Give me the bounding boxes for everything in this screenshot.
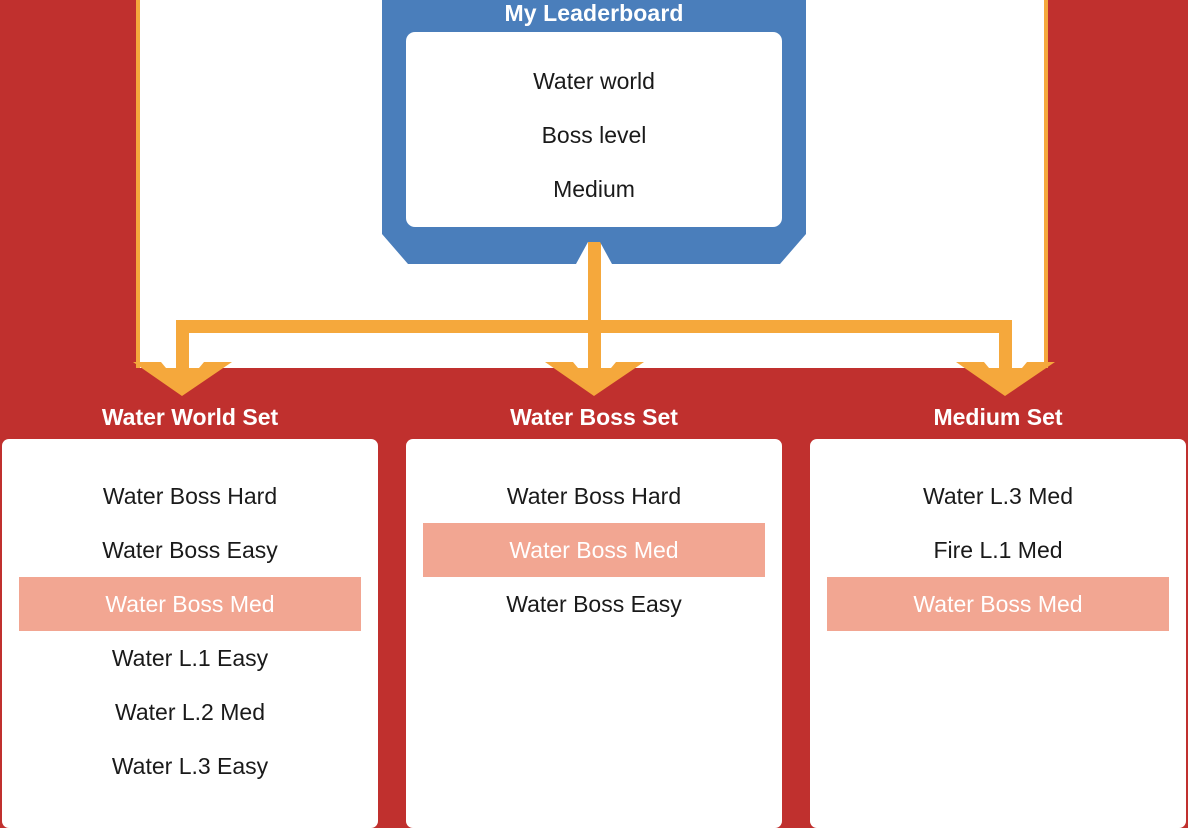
sets-row: Water World Set Water Boss Hard Water Bo… — [0, 398, 1188, 828]
list-item[interactable]: Water L.2 Med — [115, 699, 265, 725]
source-card-line-difficulty: Medium — [553, 176, 635, 202]
set-column-water-boss: Water Boss Set Water Boss Hard Water Bos… — [406, 398, 782, 828]
list-item[interactable]: Fire L.1 Med — [933, 537, 1063, 563]
source-card-body: Water world Boss level Medium — [406, 32, 782, 227]
source-card-line-world: Water world — [533, 68, 655, 94]
set-card[interactable]: Water Boss Hard Water Boss Easy Water Bo… — [2, 439, 378, 828]
source-card-title: My Leaderboard — [504, 0, 684, 26]
set-title: Water Boss Set — [510, 404, 678, 430]
list-item-highlighted[interactable]: Water Boss Med — [19, 577, 361, 631]
set-title: Medium Set — [933, 404, 1063, 430]
list-item-highlighted[interactable]: Water Boss Med — [423, 523, 765, 577]
list-item[interactable]: Water L.3 Med — [923, 483, 1073, 509]
list-item[interactable]: Water Boss Hard — [506, 483, 682, 509]
source-card[interactable]: My Leaderboard Water world Boss level Me… — [372, 0, 816, 277]
source-card-line-level: Boss level — [541, 122, 647, 148]
list-item[interactable]: Water L.1 Easy — [111, 645, 269, 671]
list-item[interactable]: Water Boss Easy — [102, 537, 278, 563]
set-card[interactable]: Water Boss Hard Water Boss Med Water Bos… — [406, 439, 782, 828]
list-item-highlighted[interactable]: Water Boss Med — [827, 577, 1169, 631]
list-item[interactable]: Water Boss Easy — [506, 591, 682, 617]
set-title: Water World Set — [101, 404, 279, 430]
set-column-medium: Medium Set Water L.3 Med Fire L.1 Med Wa… — [810, 398, 1186, 828]
list-item[interactable]: Water Boss Hard — [102, 483, 278, 509]
fan-out-arrows-icon — [133, 232, 1055, 396]
list-item[interactable]: Water L.3 Easy — [111, 753, 269, 779]
set-column-water-world: Water World Set Water Boss Hard Water Bo… — [2, 398, 378, 828]
set-card[interactable]: Water L.3 Med Fire L.1 Med Water Boss Me… — [810, 439, 1186, 828]
